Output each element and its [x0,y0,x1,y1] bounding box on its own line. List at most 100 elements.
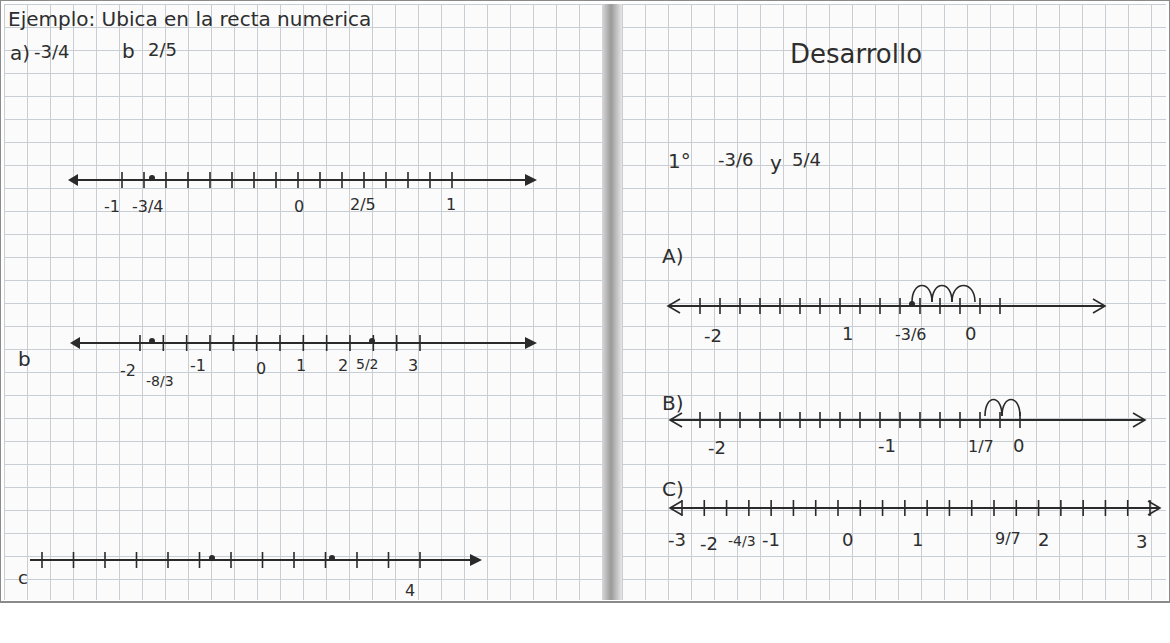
axis-label: 0 [294,198,304,216]
axis-label: B) [662,392,684,414]
tick-mark [451,172,453,188]
tick-mark [41,552,43,568]
tick-mark [253,172,255,188]
tick-mark [275,172,277,188]
tick-mark [262,552,264,568]
axis-label: -1 [190,357,206,375]
axis-label: 4 [405,582,415,600]
tick-mark [699,412,701,428]
axis-label: -2 [708,438,726,458]
tick-mark [230,552,232,568]
tick-mark [819,412,821,428]
tick-mark [819,298,821,314]
tick-mark [726,500,728,516]
tick-mark [979,412,981,428]
jump-arc [912,286,932,303]
axis-label: 2/5 [350,196,376,214]
arrow-head [525,337,537,349]
arrow-head [70,337,80,349]
axis-label: 9/7 [995,530,1021,548]
tick-mark [859,412,861,428]
tick-mark [837,500,839,516]
tick-mark [139,335,141,351]
tick-mark [167,552,169,568]
tick-mark [859,500,861,516]
tick-mark [209,172,211,188]
axis-label: -3/4 [34,42,69,62]
axis-label: 0 [842,530,853,550]
axis-label: A) [662,245,683,267]
axis-label: -4/3 [728,534,756,549]
tick-mark [919,298,921,314]
tick-mark [199,552,201,568]
axis-label: -2 [120,362,136,380]
number-line [670,419,1145,421]
axis-label: y [770,152,782,174]
tick-mark [919,412,921,428]
tick-mark [959,412,961,428]
axis-label: Desarrollo [790,40,922,69]
tick-mark [879,298,881,314]
tick-mark [1105,500,1107,516]
tick-mark [799,412,801,428]
axis-label: 1 [842,324,853,344]
tick-mark [73,552,75,568]
axis-label: 5/2 [356,357,379,372]
axis-label: 0 [965,324,976,344]
tick-mark [165,172,167,188]
tick-mark [879,412,881,428]
tick-mark [759,298,761,314]
axis-label: -8/3 [146,374,174,389]
number-line [78,179,525,181]
tick-mark [136,552,138,568]
tick-mark [939,298,941,314]
tick-mark [759,412,761,428]
jump-arc [985,400,1002,417]
tick-mark [231,172,233,188]
axis-label: 1 [912,530,923,550]
axis-label: 1° [668,150,691,172]
tick-mark [429,172,431,188]
tick-mark [859,298,861,314]
tick-mark [703,500,705,516]
arrow-head [525,174,537,186]
tick-mark [681,500,683,516]
tick-mark [233,335,235,351]
axis-label: -3 [668,530,686,550]
tick-mark [209,335,211,351]
tick-mark [799,298,801,314]
tick-mark [1082,500,1084,516]
tick-mark [779,298,781,314]
tick-mark [739,298,741,314]
tick-mark [949,500,951,516]
tick-mark [815,500,817,516]
axis-label: 0 [1013,436,1024,456]
page-gutter [602,4,622,600]
arrow-head [670,501,682,515]
tick-mark [326,335,328,351]
tick-mark [325,552,327,568]
arrow-head [470,554,482,566]
axis-label: a) [10,42,30,64]
tick-mark [939,412,941,428]
tick-mark [279,335,281,351]
tick-mark [999,298,1001,314]
tick-mark [839,412,841,428]
tick-mark [349,335,351,351]
page-heading: Ejemplo: Ubica en la recta numerica [8,8,371,30]
tick-mark [971,500,973,516]
notebook-page [4,4,602,600]
tick-mark [719,412,721,428]
axis-label: -1 [762,530,780,550]
tick-mark [882,500,884,516]
tick-mark [388,552,390,568]
arrow-head [68,174,78,186]
tick-mark [187,172,189,188]
tick-mark [899,412,901,428]
tick-mark [396,335,398,351]
tick-mark [779,412,781,428]
tick-mark [1038,500,1040,516]
tick-mark [839,298,841,314]
tick-mark [959,298,961,314]
